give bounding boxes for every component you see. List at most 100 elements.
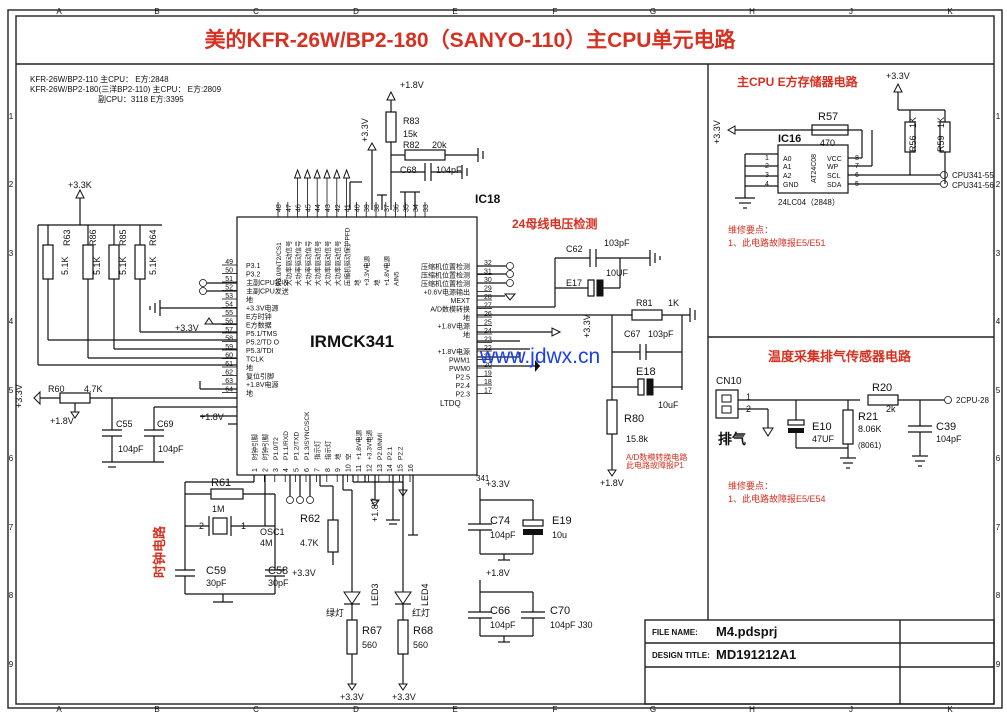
chip-pin-45-label: 大功率驱动信号 <box>303 240 312 286</box>
r67-label: R67 <box>362 625 382 637</box>
c39-label: C39 <box>936 421 956 433</box>
cn10-label: CN10 <box>716 376 742 387</box>
design-title-label: DESIGN TITLE: <box>652 651 710 660</box>
chip-pin-11-number: 11 <box>356 465 363 472</box>
chip-pin-50-number: 50 <box>225 268 233 275</box>
indicator-circuit: R62 4.7K +3.3V LED3 LED4 绿灯 红灯 R67 560 R… <box>286 475 433 702</box>
grid-row-3: 3 <box>9 249 14 258</box>
chip-pin-46-number: 46 <box>296 204 303 212</box>
chip-pin-29-label: +0.6V电源输出 <box>424 288 471 297</box>
chip-pin-34-number: 34 <box>413 204 420 212</box>
chip-irmck341: IRMCK341 IC18 LTDQ 49P3.150P3.251主副CPU接收… <box>222 168 501 482</box>
r83-label: R83 <box>403 116 420 126</box>
eeprom-chip-mark: AT24C08 <box>811 154 818 183</box>
eeprom-note: 1、此电路故障报E5/E51 <box>728 237 826 248</box>
chip-pin-41-label: 压缩机驱动保护PFD <box>343 227 352 286</box>
chip-pin-62-number: 62 <box>225 370 233 377</box>
eeprom-33v-top: +3.3V <box>886 71 910 81</box>
temp-note-title: 维修要点： <box>728 480 773 491</box>
bottom-right-18v-label: +1.8V <box>600 478 624 488</box>
eeprom-note-title: 维修要点： <box>728 224 773 235</box>
chip-pin-45-number: 45 <box>305 204 312 212</box>
chip-pin-56-label: E方数据 <box>246 321 272 330</box>
grid-row-9: 9 <box>9 660 14 669</box>
osc-pin2: 2 <box>199 521 204 531</box>
c59-value: 30pF <box>206 578 227 588</box>
r62-value: 4.7K <box>300 538 319 548</box>
chip-pin-15-label: P2.2 <box>398 446 405 460</box>
chip-pin-25-number: 25 <box>484 320 492 327</box>
temp-net: 2CPU-28 <box>956 396 989 405</box>
c74-label: C74 <box>490 515 510 527</box>
r57-label: R57 <box>818 111 838 123</box>
grid-row-right-2: 2 <box>996 180 1001 189</box>
chip-pin-49-number: 49 <box>225 259 233 266</box>
chip-pin-42-number: 42 <box>335 204 342 212</box>
r21-part: (8061) <box>858 441 881 450</box>
chip-pin-44-number: 44 <box>315 204 322 212</box>
chip-pin-14-number: 14 <box>387 464 394 472</box>
grid-col-bottom-K: K <box>947 705 953 713</box>
left-18v-label: +1.8V <box>50 416 74 426</box>
c62-value: 103pF <box>604 238 630 248</box>
grid-row-right-4: 4 <box>996 317 1001 326</box>
grid-row-right-5: 5 <box>996 386 1001 395</box>
chip-pin-12-label: +3.3V电源 <box>364 429 373 460</box>
chip-pin-19-number: 19 <box>484 371 492 378</box>
chip-pin-12-number: 12 <box>366 464 373 472</box>
chip-pin-9-label: 地 <box>333 453 342 460</box>
chip-pin-49-label: P3.1 <box>246 263 261 270</box>
led3-label: LED3 <box>370 583 380 606</box>
r82-value: 20k <box>432 140 447 150</box>
grid-col-bottom-J: J <box>849 705 853 713</box>
chip-pin-25-label: +1.8V电源 <box>438 322 471 331</box>
chip-pin-56-number: 56 <box>225 319 233 326</box>
c70-label: C70 <box>550 605 570 617</box>
grid-row-8: 8 <box>9 591 14 600</box>
chip-pin-23-number: 23 <box>484 337 492 344</box>
chip-pin-55-number: 55 <box>225 310 233 317</box>
chip-pin-5-number: 5 <box>294 468 301 472</box>
grid-col-bottom-C: C <box>253 705 259 713</box>
temp-title: 温度采集排气传感器电路 <box>768 349 912 364</box>
eeprom-pin-1-number: 1 <box>765 155 769 162</box>
pin11-supply: +1.8V <box>370 498 380 522</box>
led4-label: LED4 <box>420 583 430 606</box>
chip-pin-38-label: 地 <box>372 279 381 286</box>
e19-label: E19 <box>552 515 572 527</box>
chip-pin-57-number: 57 <box>225 327 233 334</box>
eeprom-pin-wp-label: WP <box>827 164 839 171</box>
chip-pin-32-number: 32 <box>484 260 492 267</box>
chip-pin-47-number: 47 <box>286 204 293 212</box>
chip-pin-8-number: 8 <box>325 468 332 472</box>
chip-pin-64-label: 地 <box>246 389 253 398</box>
r86-value: 5.1K <box>92 256 102 275</box>
chip-pin-46-label: 大功率驱动信号 <box>294 240 303 286</box>
eeprom-pin-sda-label: SDA <box>827 182 842 189</box>
r68-label: R68 <box>413 625 433 637</box>
r68-value: 560 <box>413 640 428 650</box>
temp-note: 1、此电路故障报E5/E54 <box>728 493 826 504</box>
chip-pin-13-number: 13 <box>377 464 384 472</box>
r67-value: 560 <box>362 640 377 650</box>
r62-supply-label: +3.3V <box>292 568 316 578</box>
led3-supply: +3.3V <box>340 692 364 702</box>
chip-pin-31-number: 31 <box>484 269 492 276</box>
chip-pin-40-number: 40 <box>354 204 361 212</box>
eeprom-pin-a0-label: A0 <box>783 156 792 163</box>
led4-supply: +3.3V <box>392 692 416 702</box>
eeprom-title: 主CPU E方存储器电路 <box>737 74 859 89</box>
eeprom-circuit: 主CPU E方存储器电路 +3.3V R56 1K R59 1K +3.3V R… <box>712 71 994 248</box>
grid-col-bottom-G: G <box>650 705 656 713</box>
chip-pin-17-label: P2.3 <box>456 392 471 399</box>
r57-value: 470 <box>820 138 835 148</box>
chip-pin-1-number: 1 <box>252 468 259 472</box>
r63-value: 5.1K <box>60 256 70 275</box>
chip-pin-53-label: 地 <box>246 295 253 304</box>
decoupling-caps: 341 +3.3V C74 104pF E19 10u +1.8V C66 <box>468 474 593 643</box>
chip-pin-7-label: 指示灯 <box>312 440 321 460</box>
chip-pin-19-label: P2.5 <box>456 375 471 382</box>
chip-pin-58-label: P5.2/TD O <box>246 340 280 347</box>
chip-pin-57-label: P5.1/TMS <box>246 331 277 338</box>
